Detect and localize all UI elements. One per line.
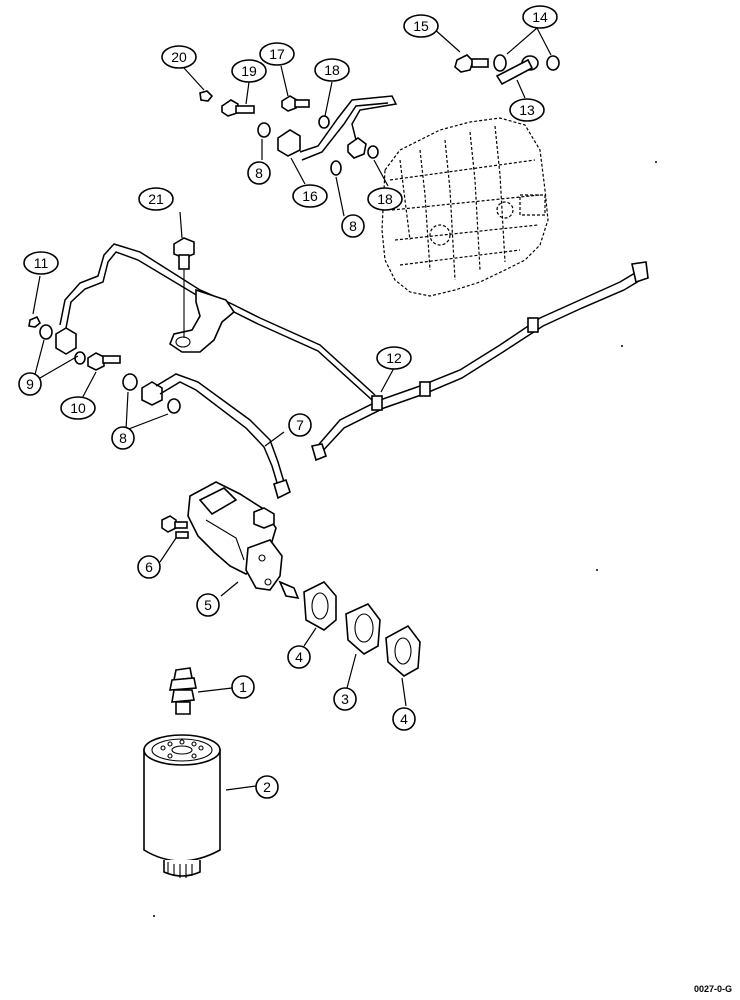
callout-7: 7 bbox=[288, 413, 312, 437]
callout-18a-label: 18 bbox=[324, 62, 340, 78]
callout-8a-label: 8 bbox=[255, 165, 263, 181]
washer-9a bbox=[39, 324, 53, 340]
bolt-21 bbox=[173, 237, 195, 270]
callout-18b: 18 bbox=[367, 187, 403, 211]
callout-9: 9 bbox=[18, 372, 42, 396]
callout-8b-label: 8 bbox=[349, 218, 357, 234]
callout-16-label: 16 bbox=[302, 188, 318, 204]
callout-7-label: 7 bbox=[296, 417, 304, 433]
washer-8c bbox=[122, 373, 138, 391]
callout-4a-label: 4 bbox=[295, 649, 303, 665]
callout-2-label: 2 bbox=[263, 779, 271, 795]
mounting-bracket bbox=[169, 288, 236, 353]
gasket-4a bbox=[303, 581, 337, 631]
callout-4b-label: 4 bbox=[400, 711, 408, 727]
callout-14-label: 14 bbox=[532, 9, 548, 25]
bolt-10 bbox=[87, 352, 121, 371]
washer-18b bbox=[367, 145, 379, 159]
banjo-fitting-7 bbox=[141, 381, 163, 406]
banjo-16b bbox=[347, 137, 367, 159]
filter-adapter-1 bbox=[169, 667, 197, 715]
bolt-17 bbox=[281, 95, 310, 112]
callout-17-label: 17 bbox=[269, 46, 285, 62]
callout-19-label: 19 bbox=[241, 63, 257, 79]
callout-18b-label: 18 bbox=[377, 191, 393, 207]
callout-9-label: 9 bbox=[26, 376, 34, 392]
callout-10-label: 10 bbox=[70, 400, 86, 416]
callout-4b: 4 bbox=[392, 707, 416, 731]
washer-8d bbox=[167, 398, 181, 414]
callout-18a: 18 bbox=[314, 58, 350, 82]
callout-12-label: 12 bbox=[386, 350, 402, 366]
return-line-12 bbox=[310, 261, 649, 462]
callout-6: 6 bbox=[137, 555, 161, 579]
washer-8a bbox=[257, 122, 271, 138]
callout-13-label: 13 bbox=[519, 102, 535, 118]
callout-leaders bbox=[32, 27, 552, 791]
callout-1-label: 1 bbox=[239, 679, 247, 695]
gasket-3 bbox=[345, 603, 381, 655]
callout-5-label: 5 bbox=[204, 597, 212, 613]
callout-8c: 8 bbox=[111, 426, 135, 450]
gasket-4b bbox=[385, 624, 421, 677]
callout-2: 2 bbox=[255, 775, 279, 799]
callout-17: 17 bbox=[259, 42, 295, 66]
callout-4a: 4 bbox=[287, 645, 311, 669]
callout-11-label: 11 bbox=[34, 255, 49, 271]
elbow-fitting-9 bbox=[55, 327, 77, 355]
washer-8b bbox=[330, 160, 342, 176]
washer-18a bbox=[318, 115, 330, 129]
callout-6-label: 6 bbox=[145, 559, 153, 575]
fitting-16 bbox=[277, 129, 301, 157]
callout-3: 3 bbox=[333, 687, 357, 711]
plug-11 bbox=[28, 315, 42, 328]
callout-20-label: 20 bbox=[171, 49, 187, 65]
callout-20: 20 bbox=[161, 45, 197, 69]
bolt-19 bbox=[221, 99, 255, 117]
washer-14b bbox=[546, 55, 560, 71]
callout-21: 21 bbox=[138, 187, 174, 211]
washer-9b bbox=[74, 351, 86, 365]
engine-block bbox=[381, 117, 549, 297]
callout-11: 11 bbox=[23, 251, 59, 275]
callout-21-label: 21 bbox=[148, 191, 164, 207]
callout-15: 15 bbox=[403, 14, 439, 38]
bolt-15 bbox=[454, 54, 489, 73]
callout-8a: 8 bbox=[247, 161, 271, 185]
figure-code: 0027-0-G bbox=[693, 984, 732, 994]
callout-10: 10 bbox=[60, 396, 96, 420]
callout-19: 19 bbox=[231, 59, 267, 83]
bolt-6 bbox=[161, 515, 189, 539]
callout-15-label: 15 bbox=[413, 18, 429, 34]
line-7-end-fitting bbox=[273, 478, 291, 500]
callout-3-label: 3 bbox=[341, 691, 349, 707]
callout-5: 5 bbox=[196, 593, 220, 617]
washer-14a bbox=[493, 54, 507, 72]
banjo-tube-13 bbox=[495, 58, 534, 86]
callout-1: 1 bbox=[231, 675, 255, 699]
callout-14: 14 bbox=[522, 5, 558, 29]
callout-8c-label: 8 bbox=[119, 430, 127, 446]
fuel-filter-2 bbox=[143, 734, 221, 878]
plug-20 bbox=[199, 90, 214, 102]
callout-8b: 8 bbox=[341, 214, 365, 238]
callout-12: 12 bbox=[376, 346, 412, 370]
fuel-pump bbox=[187, 481, 300, 600]
callout-16: 16 bbox=[292, 184, 328, 208]
callout-13: 13 bbox=[509, 98, 545, 122]
